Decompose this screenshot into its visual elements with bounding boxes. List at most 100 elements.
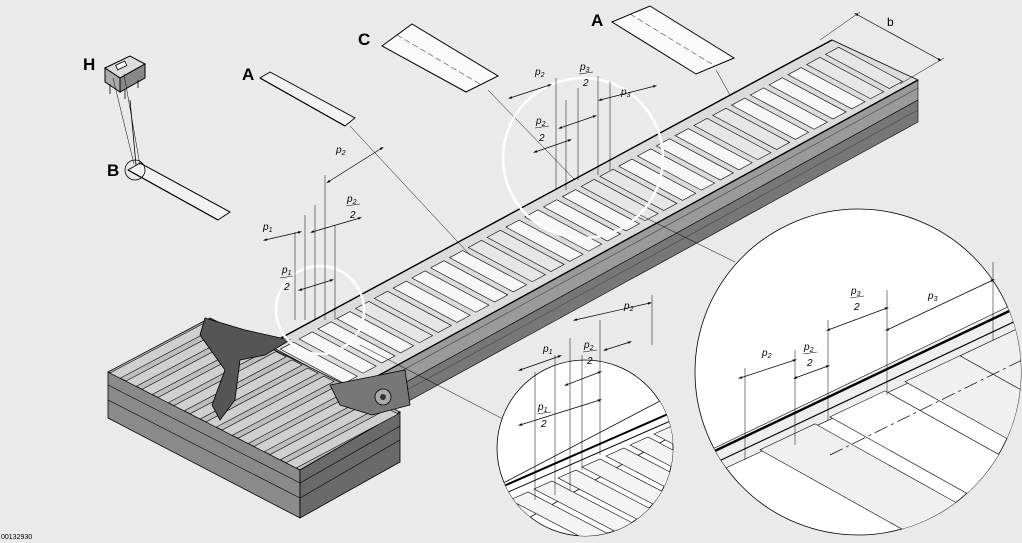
- slat: [542, 199, 622, 242]
- slat: [505, 219, 584, 262]
- slat: [599, 168, 678, 211]
- dim-p2-half-main: p22: [345, 194, 361, 221]
- label-c: C: [358, 30, 370, 49]
- slat: [693, 118, 772, 161]
- slat: [674, 128, 753, 171]
- svg-text:p2: p2: [534, 67, 545, 79]
- detail-slat: [653, 425, 673, 483]
- dim-p1-half-detail: p12: [536, 402, 552, 430]
- label-a-right: A: [591, 11, 603, 30]
- dim-p2-main-right: p2: [534, 67, 545, 79]
- svg-text:2: 2: [586, 356, 593, 367]
- svg-text:2: 2: [853, 302, 860, 313]
- end-section: [107, 317, 411, 519]
- svg-text:p2: p2: [623, 301, 634, 313]
- slat: [430, 260, 509, 303]
- main-dims-right: [508, 76, 658, 190]
- label-width-b: b: [887, 15, 894, 29]
- svg-text:2: 2: [582, 78, 589, 89]
- slat: [392, 280, 471, 323]
- detail-slat: [509, 491, 621, 536]
- slat: [787, 67, 866, 110]
- dim-p3-half-main: p32: [578, 62, 594, 89]
- document-id: 00132930: [1, 534, 33, 541]
- dim-p1-half-main: p12: [279, 265, 294, 293]
- svg-text:2: 2: [283, 282, 290, 293]
- dim-p3-main: p3: [620, 87, 631, 99]
- slat: [373, 290, 452, 333]
- svg-text:p1: p1: [262, 222, 273, 234]
- label-h: H: [83, 55, 95, 74]
- slat: [524, 209, 603, 252]
- dim-p2-half-detail: p22: [582, 340, 598, 367]
- svg-text:p1: p1: [281, 265, 292, 277]
- slat: [317, 321, 396, 364]
- dim-p1-main: p1: [262, 222, 273, 234]
- part-h-clip: [103, 55, 147, 99]
- svg-text:p3: p3: [620, 87, 631, 99]
- part-b-slat: [112, 73, 231, 221]
- svg-text:p3: p3: [850, 286, 861, 298]
- slat: [636, 148, 716, 191]
- slat: [806, 57, 885, 100]
- slat: [580, 179, 659, 222]
- svg-text:p2: p2: [535, 116, 546, 128]
- svg-text:p2: p2: [803, 342, 814, 354]
- part-c-panel: [381, 23, 576, 181]
- end-slat: [285, 408, 399, 469]
- slat: [298, 331, 377, 374]
- slat: [824, 46, 904, 89]
- slat: [279, 341, 358, 384]
- detail-marker-right: [501, 76, 665, 240]
- dim-p3-detail-right: p3: [927, 291, 938, 303]
- slat: [561, 189, 640, 232]
- svg-text:p3: p3: [579, 62, 590, 74]
- detail-slat: [829, 390, 1021, 499]
- slat: [655, 138, 734, 181]
- end-slat: [221, 375, 335, 436]
- dim-p2-half-main-right: p22: [534, 116, 550, 144]
- slat: [749, 87, 828, 130]
- svg-text:2: 2: [349, 210, 356, 221]
- slat: [336, 311, 415, 354]
- width-dimension: [819, 11, 945, 85]
- svg-text:p3: p3: [927, 291, 938, 303]
- slat: [467, 240, 546, 283]
- detail-slat: [629, 436, 673, 494]
- label-a-left: A: [242, 65, 254, 84]
- detail-slat: [904, 355, 1021, 463]
- part-a-panel-large: [610, 5, 736, 96]
- dim-p1-detail: p1: [542, 344, 553, 356]
- svg-text:2: 2: [540, 419, 547, 430]
- svg-text:p2: p2: [346, 194, 357, 206]
- svg-text:p1: p1: [542, 344, 553, 356]
- end-slat: [205, 367, 319, 428]
- svg-text:p2: p2: [335, 145, 346, 157]
- dim-p2-half-detail-right: p22: [802, 342, 818, 369]
- slat: [730, 97, 810, 140]
- slat: [448, 250, 528, 293]
- dim-p3-half-detail-right: p32: [849, 286, 865, 313]
- svg-text:p1: p1: [537, 402, 548, 414]
- label-b: B: [107, 161, 119, 180]
- part-a-slat-small: [259, 71, 471, 256]
- dim-p2-detail: p2: [623, 301, 634, 313]
- slat: [712, 107, 791, 150]
- main-dims-left: [262, 146, 384, 320]
- slat: [768, 77, 847, 120]
- conveyor-slats: [279, 46, 904, 384]
- svg-text:p2: p2: [583, 340, 594, 352]
- svg-text:p2: p2: [761, 348, 772, 360]
- dim-p2-detail-right: p2: [761, 348, 772, 360]
- slat: [618, 158, 697, 201]
- dim-p2-main: p2: [335, 145, 346, 157]
- svg-text:2: 2: [806, 358, 813, 369]
- detail-marker-left: [274, 264, 366, 356]
- detail-slat: [959, 329, 1021, 438]
- detail-view-right: [694, 208, 1022, 536]
- slat: [411, 270, 490, 313]
- svg-text:2: 2: [538, 133, 545, 144]
- slat: [486, 229, 565, 272]
